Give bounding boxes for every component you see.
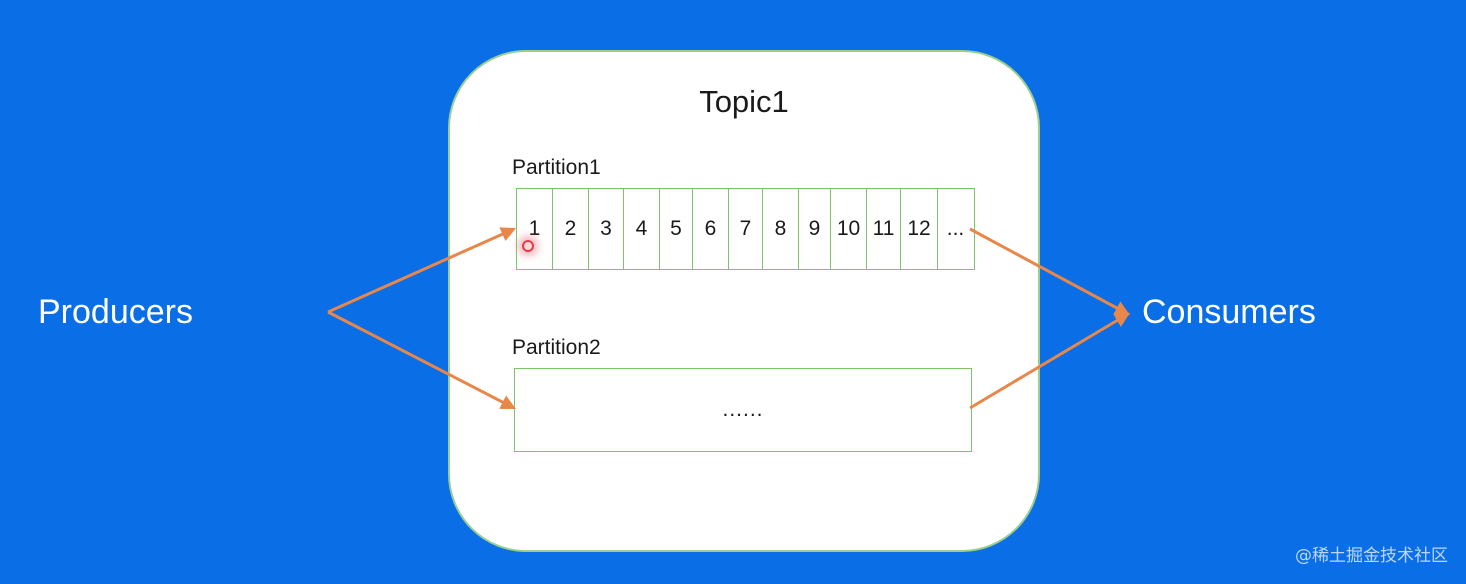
partition1-cell-label: 4 (635, 217, 648, 240)
partition1-cell-label: 6 (704, 217, 717, 240)
partition1-cell-label: 11 (872, 217, 895, 240)
partition1-cell-label: 10 (836, 217, 861, 240)
partition1-cell-label: 3 (600, 217, 612, 240)
partition1-cell: 9 (799, 189, 831, 269)
pointer-cursor-icon (522, 240, 534, 252)
partition1-cell-label: 7 (739, 217, 752, 240)
partition1-label: Partition1 (512, 156, 601, 179)
partition1-cell: 1 (517, 189, 553, 269)
partition1-cell-label: ... (946, 217, 965, 240)
partition1-cell-label: 12 (907, 217, 931, 240)
partition2-content: ...... (722, 398, 764, 421)
partition1-cell: 2 (553, 189, 589, 269)
partition1-cell-label: 9 (808, 217, 821, 240)
partition1-cell: 5 (660, 189, 693, 269)
partition1-cell-label: 1 (528, 217, 541, 240)
partition1-cell: 8 (763, 189, 799, 269)
partition1-cell-label: 5 (670, 217, 682, 240)
partition1-cell: 12 (901, 189, 938, 269)
partition2-label: Partition2 (512, 336, 601, 359)
partition1-cell: 4 (624, 189, 660, 269)
partition2-box: ...... (514, 368, 972, 452)
producers-label: Producers (38, 293, 193, 331)
partition1-cell: 10 (831, 189, 867, 269)
partition1-cell: 11 (867, 189, 901, 269)
partition1-cell: 3 (589, 189, 624, 269)
consumers-label: Consumers (1142, 293, 1316, 331)
partition1-cell-label: 2 (564, 217, 577, 240)
partition1-cell: 7 (729, 189, 763, 269)
partition1-cell-label: 8 (774, 217, 787, 240)
topic-title: Topic1 (699, 84, 789, 119)
watermark: @稀土掘金技术社区 (1295, 546, 1448, 566)
partition1-cell: ... (938, 189, 973, 269)
partition1-cell: 6 (693, 189, 729, 269)
